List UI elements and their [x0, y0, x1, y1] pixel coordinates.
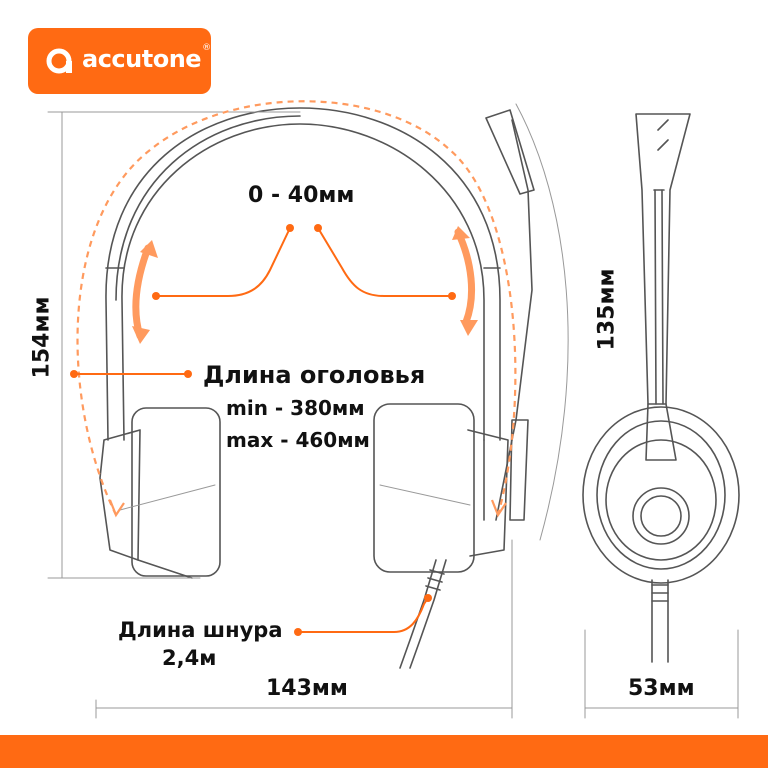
cable-length-title: Длина шнура	[118, 618, 283, 642]
footer-band	[0, 735, 768, 768]
headband-min-label: min - 380мм	[226, 396, 365, 420]
headband-max-label: max - 460мм	[226, 428, 370, 452]
brand-logo: accutone®	[28, 28, 211, 94]
mic-length-dimension-label: 135мм	[594, 268, 620, 351]
brand-name: accutone®	[82, 43, 211, 73]
slider-range-label: 0 - 40мм	[248, 183, 355, 208]
width-dimension-label: 143мм	[266, 676, 348, 701]
double-arrow-icon	[132, 240, 158, 344]
headband-length-title: Длина оголовья	[203, 361, 426, 389]
double-arrow-icon	[452, 226, 478, 336]
depth-dimension-label: 53мм	[628, 676, 695, 701]
accutone-logo-icon	[46, 48, 72, 74]
height-dimension-label: 154мм	[29, 296, 55, 379]
cable-length-value: 2,4м	[162, 646, 217, 670]
